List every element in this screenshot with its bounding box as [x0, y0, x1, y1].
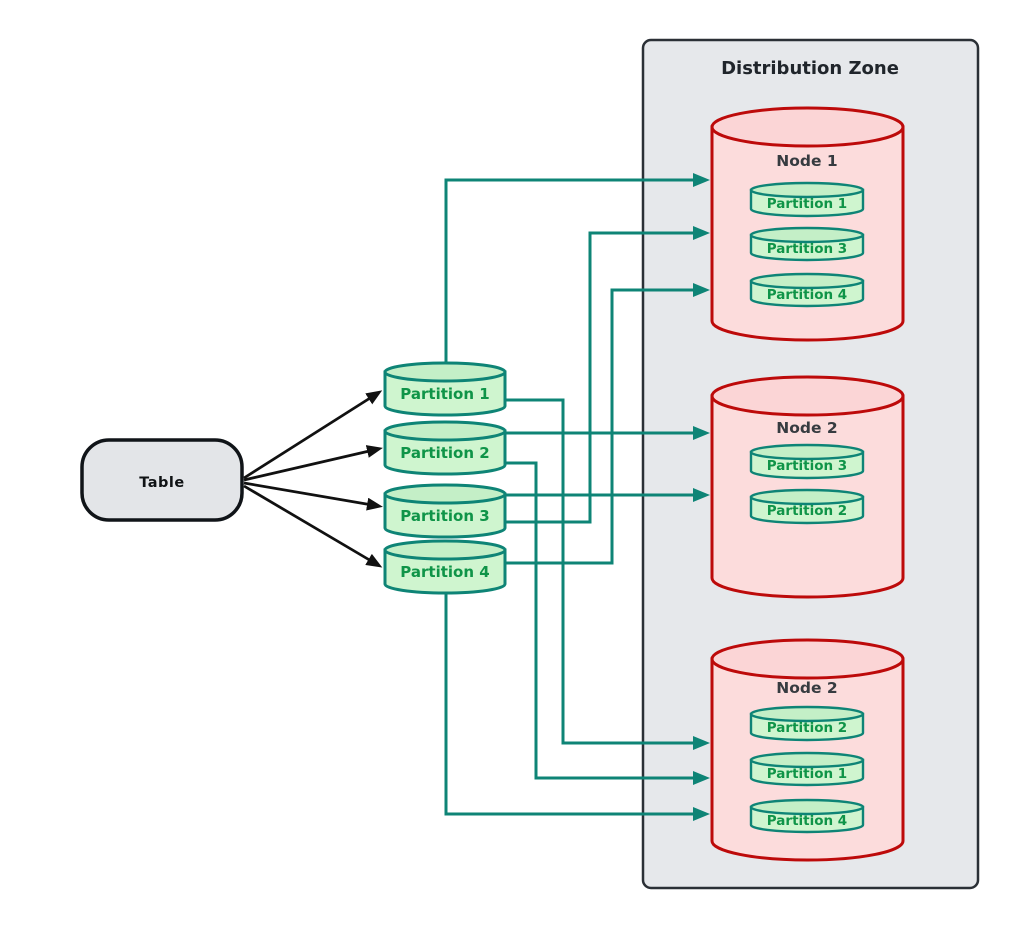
- node-2-partition-1-top: [749, 443, 865, 461]
- table-to-partition-arrows: [243, 390, 383, 568]
- partition-4-label: Partition 4: [400, 563, 489, 581]
- node-3-partition-2-label: Partition 1: [767, 766, 847, 782]
- node-2-partition-2-top: [749, 488, 865, 506]
- node-2-top: [710, 375, 905, 417]
- node-1-partition-3: Partition 4: [749, 272, 865, 308]
- connector-partition1-to-node1: [444, 173, 710, 372]
- node-1-label: Node 1: [776, 152, 837, 170]
- arrow-table-to-partition2: [243, 445, 383, 482]
- arrow-table-to-partition4: [243, 484, 383, 568]
- node-2-label: Node 2: [776, 419, 837, 437]
- distribution-zone-title: Distribution Zone: [721, 58, 899, 79]
- partition-cylinder-3: Partition 3: [383, 483, 507, 539]
- partition-4-top: [383, 539, 507, 561]
- node-1-partition-1-top: [749, 181, 865, 199]
- arrow-table-to-partition3: [243, 481, 383, 511]
- node-2-partition-2-label: Partition 2: [767, 503, 847, 519]
- connector-partition3-to-node1: [500, 226, 710, 524]
- node-1-partition-2: Partition 3: [749, 226, 865, 262]
- node-1-top: [710, 106, 905, 148]
- node-3-cylinder: Node 2 Partition 2 Partition 1 Partition…: [710, 638, 905, 862]
- partition-1-top: [383, 361, 507, 383]
- partition-3-body: [383, 492, 507, 539]
- node-1-partition-1: Partition 1: [749, 181, 865, 218]
- node-3-partition-3: Partition 4: [749, 798, 865, 834]
- node-1-partition-2-label: Partition 3: [767, 241, 847, 257]
- node-3-top: [710, 638, 905, 680]
- node-1-partition-2-top: [749, 226, 865, 244]
- node-2-partition-1-label: Partition 3: [767, 458, 847, 474]
- partition-4-body: [383, 548, 507, 595]
- connector-partition4-to-node1: [500, 283, 710, 565]
- connector-partition4-to-node2-bottom: [444, 584, 710, 821]
- node-1-partition-1-label: Partition 1: [767, 196, 847, 212]
- node-3-partition-1-top: [749, 705, 865, 723]
- partition-1-label: Partition 1: [400, 385, 489, 403]
- node-2-cylinder: Node 2 Partition 3 Partition 2: [710, 375, 905, 599]
- node-3-partition-1-label: Partition 2: [767, 720, 847, 736]
- node-3-label: Node 2: [776, 679, 837, 697]
- partition-2-body: [383, 429, 507, 476]
- node-3-partition-2: Partition 1: [749, 751, 865, 787]
- node-2-partition-1: Partition 3: [749, 443, 865, 480]
- arrow-table-to-partition1: [243, 390, 383, 480]
- node-3-partition-1: Partition 2: [749, 705, 865, 742]
- partition-cylinder-4: Partition 4: [383, 539, 507, 595]
- node-2-partition-2: Partition 2: [749, 488, 865, 525]
- partition-1-body: [383, 370, 507, 417]
- table-node-label: Table: [139, 475, 185, 491]
- node-3-partition-2-top: [749, 751, 865, 769]
- partition-cylinder-1: Partition 1: [383, 361, 507, 417]
- partition-3-label: Partition 3: [400, 507, 489, 525]
- table-node: Table: [80, 438, 244, 522]
- partition-2-label: Partition 2: [400, 444, 489, 462]
- node-1-cylinder: Node 1 Partition 1 Partition 3 Partition…: [710, 106, 905, 342]
- partition-2-top: [383, 420, 507, 442]
- partition-to-node-connectors: [444, 173, 710, 821]
- partition-3-top: [383, 483, 507, 505]
- node-3-partition-3-top: [749, 798, 865, 816]
- connector-partition2-to-node2-bottom: [500, 461, 710, 785]
- node-1-partition-3-top: [749, 272, 865, 290]
- table-node-shape: [80, 438, 244, 522]
- connector-partition1-to-node2-bottom: [500, 398, 710, 750]
- node-3-partition-3-label: Partition 4: [767, 813, 847, 829]
- node-1-partition-3-label: Partition 4: [767, 287, 847, 303]
- partition-cylinder-2: Partition 2: [383, 420, 507, 476]
